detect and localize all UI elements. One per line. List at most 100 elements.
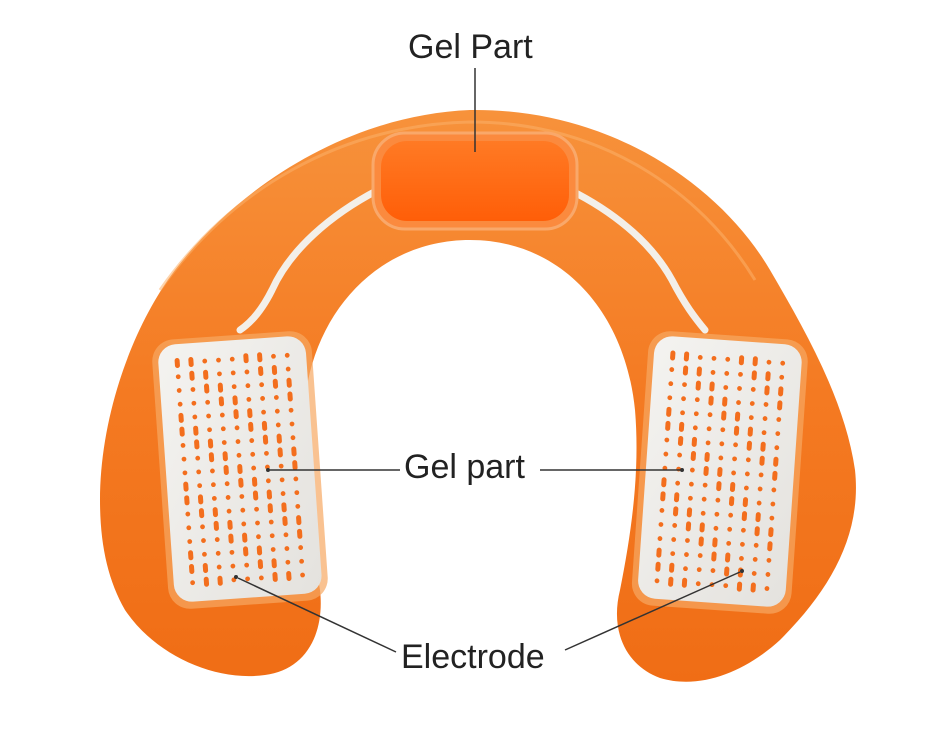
electrode-right-perforations (654, 350, 786, 593)
perforation (271, 558, 277, 569)
perforation (767, 541, 773, 552)
perforation (770, 501, 776, 507)
perforation (688, 481, 694, 487)
perforation (670, 350, 676, 361)
perforation (765, 572, 771, 577)
perforation (257, 559, 264, 570)
perforation (220, 426, 226, 432)
perforation (177, 401, 183, 407)
perforation (178, 412, 184, 423)
perforation (713, 525, 719, 531)
perforation (752, 356, 758, 367)
electrode-left-perforations (174, 352, 305, 587)
perforation (728, 496, 735, 507)
perforation (299, 558, 305, 564)
perforation (668, 576, 674, 587)
perforation (696, 366, 702, 377)
perforation (677, 452, 683, 458)
perforation (673, 492, 680, 503)
perforation (202, 563, 209, 573)
perforation (188, 550, 194, 561)
perforation (282, 516, 288, 527)
perforation (204, 383, 210, 394)
perforation (724, 371, 730, 376)
perforation (189, 370, 195, 381)
perforation (741, 511, 748, 522)
perforation (718, 455, 724, 461)
perforation (251, 465, 257, 471)
perforation (202, 551, 207, 557)
perforation (228, 533, 234, 544)
perforation (773, 456, 779, 467)
perforation (751, 571, 757, 576)
perforation (290, 435, 296, 441)
perforation (217, 575, 223, 586)
perforation (184, 495, 190, 506)
perforation (203, 576, 210, 587)
perforation (667, 395, 673, 401)
perforation (720, 427, 726, 433)
perforation (300, 572, 305, 578)
perforation (737, 386, 742, 391)
perforation (750, 582, 756, 593)
perforation (682, 365, 689, 376)
perforation (721, 410, 727, 421)
perforation (755, 512, 761, 523)
perforation (227, 519, 233, 530)
perforation (739, 556, 744, 561)
perforation (175, 374, 181, 380)
perforation (182, 470, 188, 476)
perforation (766, 359, 772, 365)
perforation (291, 446, 297, 457)
perforation (764, 586, 770, 591)
perforation (695, 581, 701, 587)
perforation (197, 483, 203, 489)
perforation (711, 551, 717, 562)
perforation (694, 397, 700, 403)
perforation (194, 439, 200, 450)
perforation (185, 511, 191, 517)
perforation (743, 485, 749, 491)
perforation (251, 476, 258, 487)
perforation (186, 525, 192, 531)
perforation (236, 452, 242, 458)
perforation (231, 384, 237, 390)
perforation (270, 547, 276, 552)
perforation (754, 526, 760, 537)
perforation (685, 538, 690, 543)
perforation (289, 421, 295, 427)
perforation (656, 547, 662, 558)
perforation (774, 445, 780, 451)
perforation (697, 355, 703, 360)
perforation (654, 578, 660, 584)
perforation (298, 545, 304, 550)
perforation (256, 545, 263, 556)
perforation (776, 417, 782, 422)
perforation (655, 561, 661, 572)
perforation (280, 491, 286, 496)
perforation (205, 399, 211, 405)
perforation (176, 388, 182, 393)
perforation (215, 550, 221, 556)
perforation (675, 480, 681, 486)
perforation (762, 416, 768, 421)
perforation (745, 457, 751, 463)
perforation (211, 495, 217, 501)
perforation (208, 452, 215, 463)
perforation (274, 408, 280, 414)
perforation (665, 420, 671, 431)
perforation (726, 540, 732, 546)
perforation (283, 532, 289, 538)
perforation (696, 567, 702, 573)
perforation (197, 494, 204, 505)
perforation (779, 374, 785, 380)
perforation (179, 426, 185, 437)
electrode-left (152, 331, 328, 609)
electrode-right (631, 331, 808, 614)
perforation (273, 395, 279, 400)
perforation (710, 568, 716, 573)
perforation (250, 451, 256, 457)
perforation (722, 396, 728, 407)
perforation (255, 520, 260, 526)
perforation (254, 506, 259, 512)
